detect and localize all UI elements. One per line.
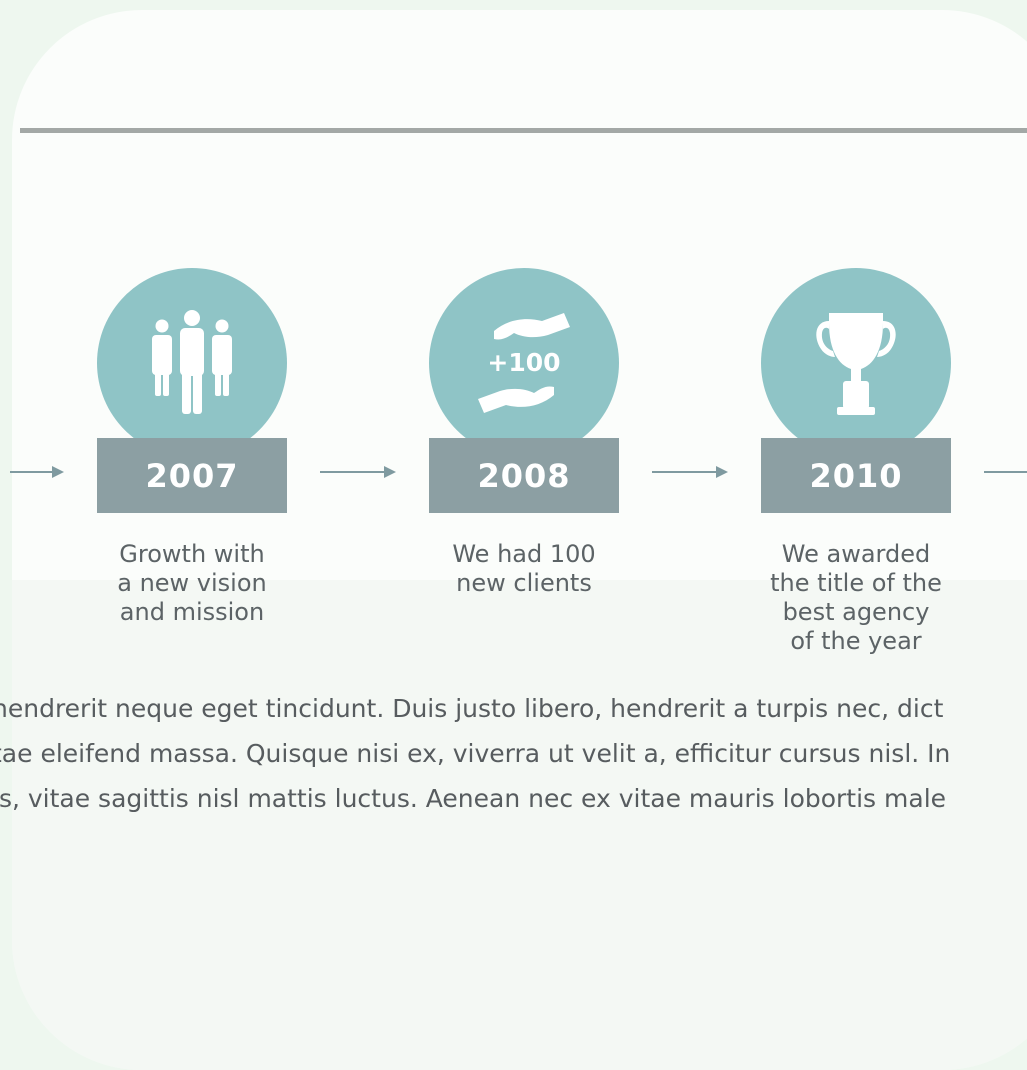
milestone-caption: We had 100 new clients: [409, 540, 639, 598]
body-paragraph: hendrerit neque eget tincidunt. Duis jus…: [0, 686, 1027, 821]
arrow-right-icon: [320, 466, 396, 478]
plus-100-label: +100: [487, 348, 560, 377]
arrow-right-icon: [10, 466, 64, 478]
milestone-year: 2010: [761, 438, 951, 513]
arrow-right-icon: [984, 471, 1027, 473]
caption-line: a new vision: [117, 569, 267, 597]
milestone-circle: [97, 268, 287, 458]
caption-line: of the year: [790, 627, 922, 655]
caption-line: new clients: [456, 569, 592, 597]
top-divider: [20, 128, 1027, 133]
trophy-icon: [816, 313, 896, 415]
milestone-caption: Growth with a new vision and mission: [77, 540, 307, 627]
body-line: hendrerit neque eget tincidunt. Duis jus…: [0, 694, 944, 723]
people-group-icon: [152, 310, 232, 414]
timeline-card: [12, 10, 1027, 1070]
arrow-right-icon: [652, 466, 728, 478]
caption-line: We awarded: [781, 540, 931, 568]
caption-line: the title of the: [770, 569, 942, 597]
lower-band: [12, 580, 1027, 1070]
milestone-year: 2007: [97, 438, 287, 513]
milestone-caption: We awarded the title of the best agency …: [741, 540, 971, 656]
caption-line: We had 100: [452, 540, 596, 568]
body-line: is, vitae sagittis nisl mattis luctus. A…: [0, 784, 947, 813]
milestone-circle: +100: [429, 268, 619, 458]
milestone-year: 2008: [429, 438, 619, 513]
caption-line: Growth with: [119, 540, 265, 568]
handshake-plus-100-icon: +100: [478, 313, 570, 413]
body-line: tae eleifend massa. Quisque nisi ex, viv…: [0, 739, 951, 768]
caption-line: and mission: [119, 598, 265, 626]
caption-line: best agency: [782, 598, 930, 626]
milestone-circle: [761, 268, 951, 458]
